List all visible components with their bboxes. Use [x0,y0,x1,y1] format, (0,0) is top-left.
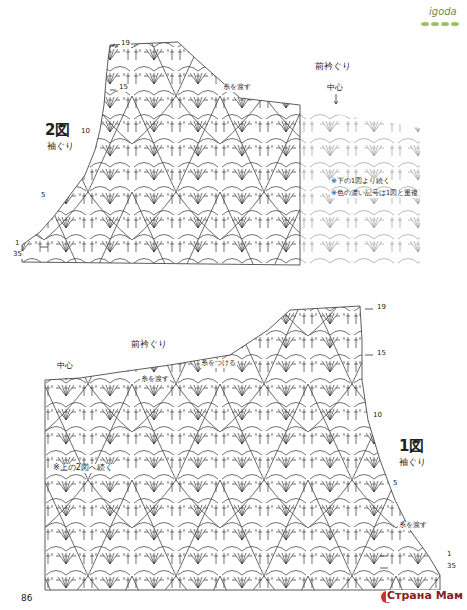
watermark: Страна Мам [386,590,464,602]
row-number: 10 [372,412,383,420]
chart-mesh [45,306,440,590]
row-number: 35 [446,563,457,571]
chart-number: 1図 [398,438,425,455]
row-arrows [40,44,388,568]
chart-note: 前衿ぐり [130,340,168,350]
chart-note: 袖ぐり [398,458,427,468]
row-number: 1 [14,240,20,248]
page-number: 86 [20,594,33,604]
chart-note: 糸を渡す [222,84,252,92]
row-number: 19 [376,304,387,312]
chart-note: 糸をつける [200,360,237,368]
logo-leaves [421,22,459,26]
chart-note: 糸を渡す [398,522,428,530]
chart-note: 中心 [326,84,344,93]
row-number: 1 [446,551,452,559]
chart-note: 袖ぐり [46,142,75,152]
footnote: ※下の1図より続く [330,178,391,186]
row-number: 5 [40,192,46,200]
row-number: 35 [12,251,23,259]
footnote: ※上の2図へ続く [52,464,114,473]
chart-body [22,42,300,265]
row-number: 10 [80,128,91,136]
row-number: 19 [120,40,131,48]
row-number: 15 [376,350,387,358]
chart-mesh [22,42,300,265]
chart-note: 糸を渡す [140,376,170,384]
watermark: igoda [428,6,458,17]
chart-number: 2図 [44,122,71,139]
overlap-region [300,108,420,265]
footnote: ※色の濃い記号は1図と重複 [330,190,419,198]
chart-note: 中心 [56,362,74,371]
chart-body [45,306,440,590]
chart-note: 前衿ぐり [314,62,352,72]
row-number: 5 [392,480,398,488]
row-number: 15 [118,84,129,92]
